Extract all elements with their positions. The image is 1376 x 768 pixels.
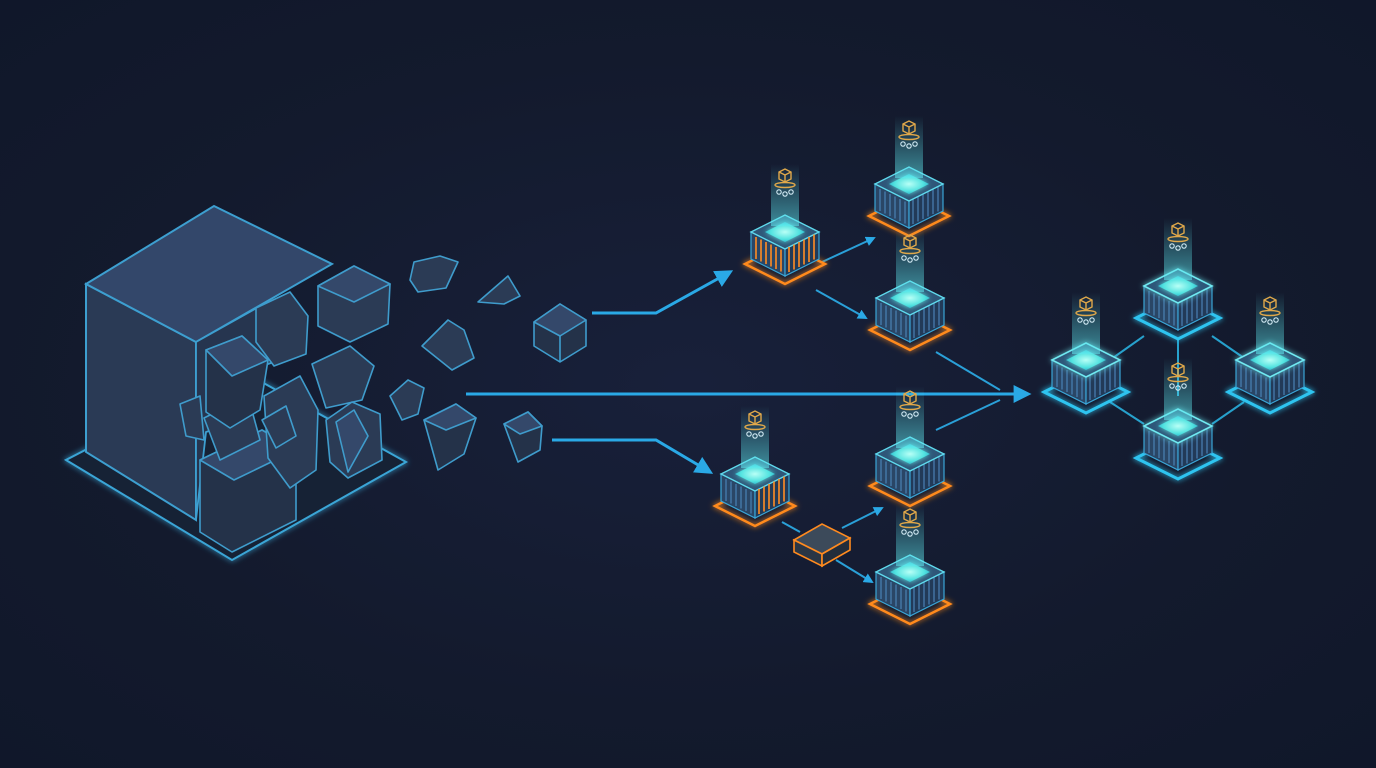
cube-fragment-icon [503,411,543,463]
service-node-m-bottom [1136,358,1220,479]
arrow-upper-to-mid [815,289,868,319]
monolith [63,204,409,562]
service-node-u-mid [870,230,950,350]
service-node-m-left [1044,292,1128,413]
lower-cluster [715,386,950,624]
cube-fragment-icon [389,379,425,421]
arrow-upper-mid-to-mesh [935,351,1001,391]
service-node-u-root [745,164,825,284]
arrow-router-to-lower-top [841,507,884,529]
monolith-top-face [83,204,335,344]
flow-arrows [466,236,1032,584]
service-node-u-top [869,116,949,236]
cube-fragment-icon [533,303,587,363]
router-box-icon [792,523,852,568]
cube-fragment-icon [421,319,475,371]
cube-fragment-icon [423,403,477,471]
arrow-to-lower-cluster [552,438,714,474]
service-node-l-root [715,406,795,526]
arrow-lower-root-to-router [781,521,801,533]
arrow-router-to-lower-bottom [835,559,874,584]
service-node-l-bottom [870,504,950,624]
monolith-broken-chunks [179,265,391,553]
service-mesh [1044,218,1312,479]
service-node-l-top [870,386,950,506]
service-node-m-top [1136,218,1220,339]
fragments [389,255,587,471]
arrow-to-upper-cluster [592,270,734,315]
cube-fragment-icon [409,255,459,293]
cube-fragment-icon [477,275,521,305]
service-node-m-right [1228,292,1312,413]
arrow-lower-top-to-mesh [935,399,1001,431]
upper-cluster [745,116,950,350]
arrow-upper-to-top [821,236,876,263]
